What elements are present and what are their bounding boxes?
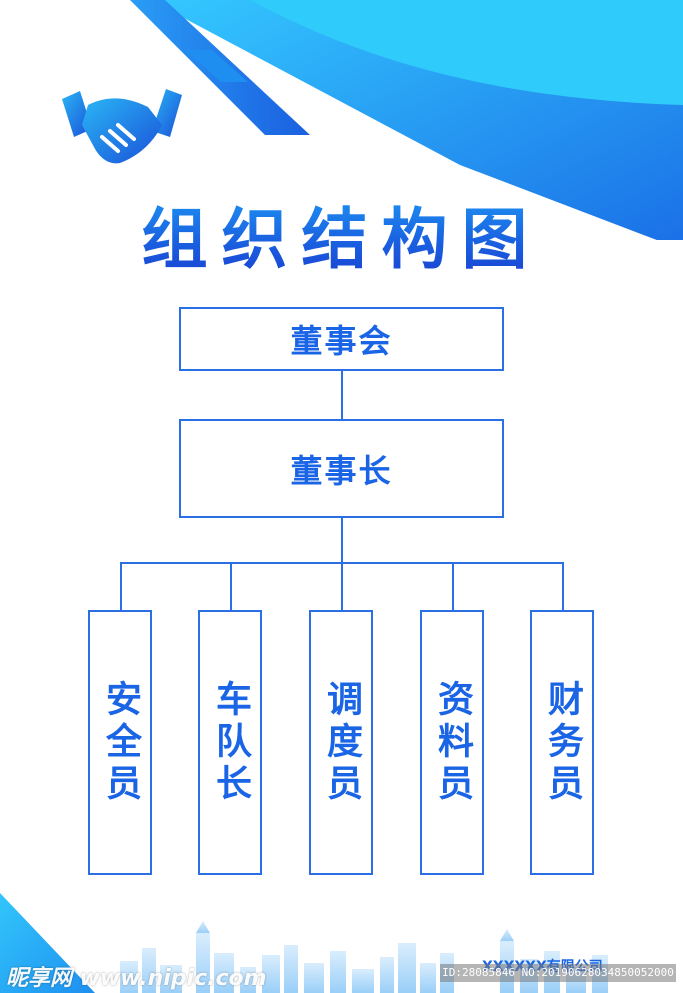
dept-box-dispatch: 调度员 [309,610,373,875]
board-box: 董事会 [179,307,504,371]
dept-label-dispatch: 调度员 [321,679,362,806]
connector-chairman-bus [341,517,343,563]
connector-board-chairman [341,370,343,420]
dept-box-safety: 安全员 [88,610,152,875]
connector-dept-2 [230,562,232,612]
watermark-id: ID:28085846 NO:20190628034850052000 [440,964,676,982]
connector-dept-3 [341,562,343,612]
dept-label-finance: 财务员 [542,679,583,806]
page-title: 组织结构图 [0,186,683,282]
connector-dept-1 [120,562,122,612]
dept-label-safety: 安全员 [100,679,141,806]
watermark-logo: 昵享网 www.nipic.com [6,966,267,991]
dept-label-records: 资料员 [432,679,473,806]
chairman-box: 董事长 [179,419,504,518]
chairman-label: 董事长 [290,451,393,490]
dept-label-fleet: 车队长 [210,679,251,806]
top-decoration [130,0,683,240]
handshake-icon [62,89,182,164]
dept-box-records: 资料员 [420,610,484,875]
board-label: 董事会 [290,322,393,360]
connector-dept-5 [562,562,564,612]
dept-box-fleet: 车队长 [198,610,262,875]
dept-box-finance: 财务员 [530,610,594,875]
connector-dept-4 [452,562,454,612]
